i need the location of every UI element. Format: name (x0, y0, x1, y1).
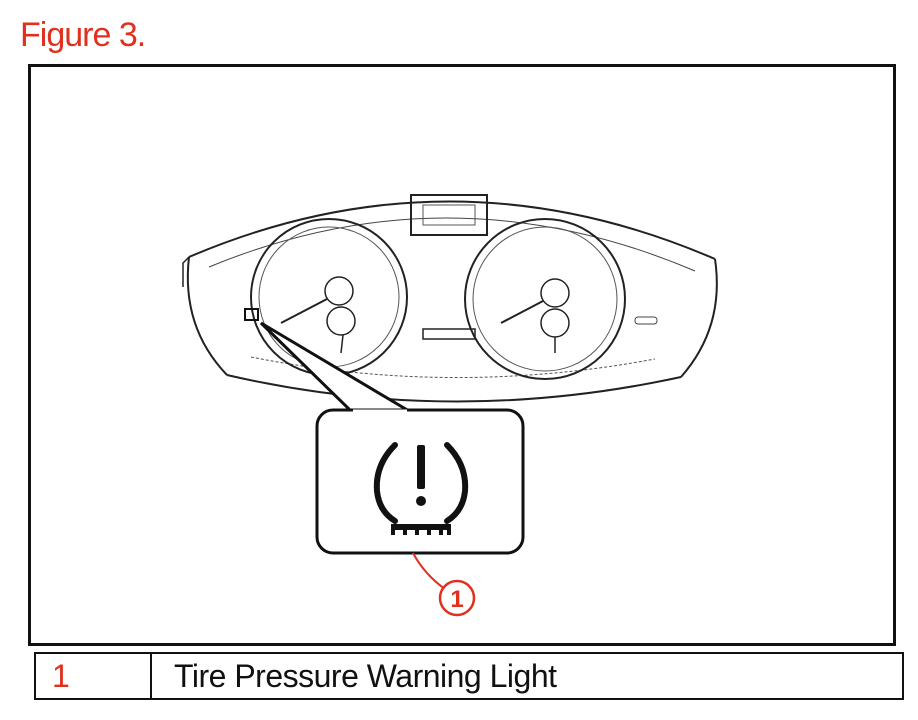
warning-light-location (244, 308, 259, 321)
figure-title: Figure 3. (20, 16, 146, 54)
left-gauge-needle (280, 298, 328, 324)
cluster-right-edge (680, 258, 718, 378)
right-gauge-hub-lower (540, 308, 570, 338)
cluster-bottom-inner (250, 356, 656, 379)
legend-table: 1 Tire Pressure Warning Light (34, 652, 904, 700)
right-indicator (634, 316, 658, 325)
cluster-bottom-edge (226, 374, 682, 403)
left-gauge-pointer (340, 334, 344, 354)
cluster-hood-inner (208, 217, 696, 272)
right-gauge-bezel (464, 218, 626, 380)
instrument-cluster-diagram: 1 (182, 194, 718, 617)
callout-number: 1 (450, 586, 463, 613)
callout-circle (438, 579, 476, 617)
top-display (410, 194, 488, 236)
tire-pressure-warning-icon (373, 442, 469, 535)
cluster-left-trim (182, 256, 190, 287)
callout-leader (412, 552, 446, 590)
legend-row-number: 1 (36, 654, 152, 698)
top-display-inner (422, 204, 476, 226)
legend-row-label: Tire Pressure Warning Light (174, 658, 557, 694)
center-display (422, 328, 476, 340)
cluster-left-edge (186, 256, 228, 376)
left-gauge-hub-upper (324, 276, 354, 306)
left-gauge-hub-lower (326, 306, 356, 336)
right-gauge-needle (500, 300, 544, 324)
cluster-hood-outline (188, 200, 716, 260)
diagram-frame: 1 (28, 64, 896, 646)
right-gauge-hub-upper (540, 278, 570, 308)
right-gauge-face (472, 226, 618, 372)
